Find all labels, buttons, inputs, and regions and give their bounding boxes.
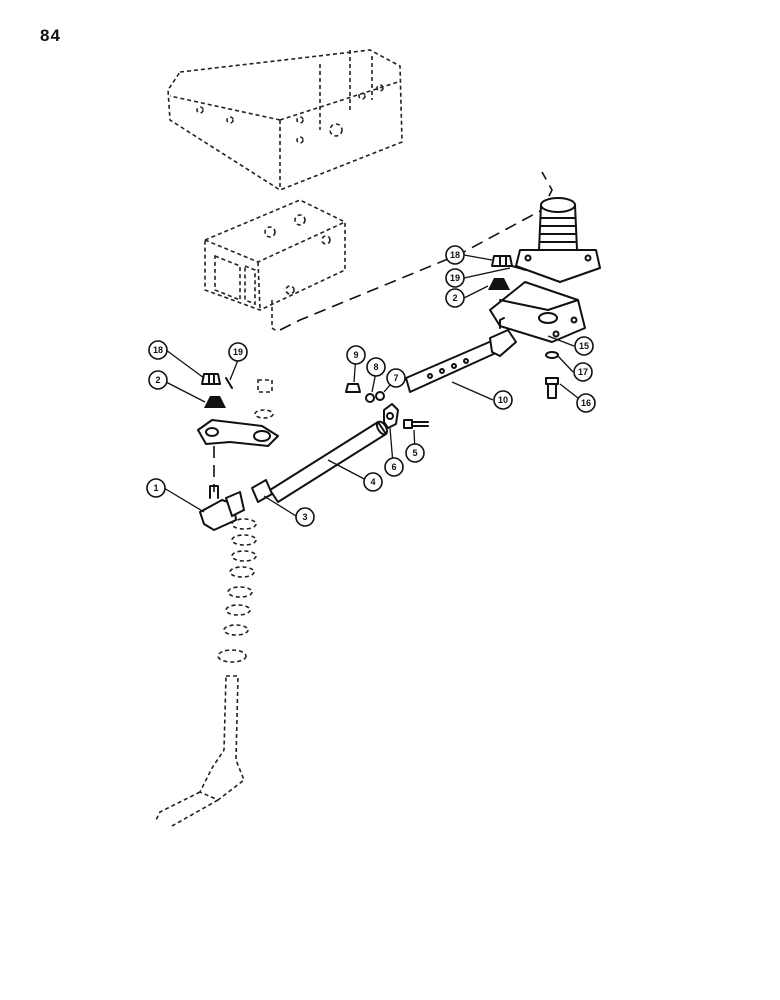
- tie-rod-end: [199, 485, 245, 531]
- adjusting-tube: [269, 420, 389, 503]
- callout-2-right: 2: [445, 288, 465, 308]
- callout-2-left: 2: [148, 370, 168, 390]
- callout-18-right: 18: [445, 245, 465, 265]
- spindle-housing: [515, 197, 601, 283]
- callout-label-4: 4: [370, 477, 375, 487]
- bolt-upper: [545, 377, 559, 399]
- callout-19-left: 19: [228, 342, 248, 362]
- castle-nut-left: [201, 373, 221, 385]
- callout-15: 15: [574, 336, 594, 356]
- callout-4: 4: [363, 472, 383, 492]
- callout-19-right: 19: [445, 268, 465, 288]
- dust-seal-upper: [488, 278, 510, 290]
- cotter-pin-upper: [511, 265, 527, 271]
- callout-label-6: 6: [391, 462, 396, 472]
- callout-label-17: 17: [578, 367, 588, 377]
- washer-stack: [217, 518, 257, 663]
- callout-label-15: 15: [579, 341, 589, 351]
- callout-3: 3: [295, 507, 315, 527]
- callout-label-2-left: 2: [155, 375, 160, 385]
- callout-9: 9: [346, 345, 366, 365]
- steering-gear-box: [204, 199, 346, 333]
- spindle-arm: [489, 281, 586, 343]
- drag-link: [405, 317, 517, 393]
- callout-label-18-left: 18: [153, 345, 163, 355]
- page-number: 84: [40, 26, 61, 45]
- flat-washer: [375, 391, 385, 401]
- callout-label-19-right: 19: [450, 273, 460, 283]
- lock-washer-upper: [545, 351, 559, 359]
- callout-label-1: 1: [153, 483, 158, 493]
- callout-17: 17: [573, 362, 593, 382]
- alignment-line-gearbox: [279, 171, 553, 331]
- jam-nut: [251, 479, 273, 503]
- dust-seal-left: [204, 396, 226, 408]
- clamp: [383, 403, 399, 429]
- callout-label-8: 8: [373, 362, 378, 372]
- callout-label-5: 5: [412, 448, 417, 458]
- callout-16: 16: [576, 393, 596, 413]
- steering-knuckle: [155, 675, 245, 827]
- clamp-nut: [345, 383, 361, 393]
- callout-5: 5: [405, 443, 425, 463]
- lock-washer: [365, 393, 375, 403]
- callout-18-left: 18: [148, 340, 168, 360]
- callout-label-7: 7: [393, 373, 398, 383]
- castle-nut-upper: [491, 255, 513, 267]
- arm-mount-bolt: [254, 379, 274, 419]
- callout-label-19-left: 19: [233, 347, 243, 357]
- callout-8: 8: [366, 357, 386, 377]
- callouts: 1 2 2 3 4 5 6 7: [146, 245, 596, 527]
- clamp-bolt: [403, 419, 429, 429]
- callout-label-9: 9: [353, 350, 358, 360]
- tractor-frame: [167, 49, 403, 191]
- callout-1: 1: [146, 478, 166, 498]
- callout-label-16: 16: [581, 398, 591, 408]
- callout-label-18-right: 18: [450, 250, 460, 260]
- callout-label-2-right: 2: [452, 293, 457, 303]
- callout-6: 6: [384, 457, 404, 477]
- cotter-pin-left: [225, 377, 233, 389]
- callout-label-10: 10: [498, 395, 508, 405]
- callout-7: 7: [386, 368, 406, 388]
- pitman-arm: [197, 419, 279, 447]
- callout-label-3: 3: [302, 512, 307, 522]
- callout-10: 10: [493, 390, 513, 410]
